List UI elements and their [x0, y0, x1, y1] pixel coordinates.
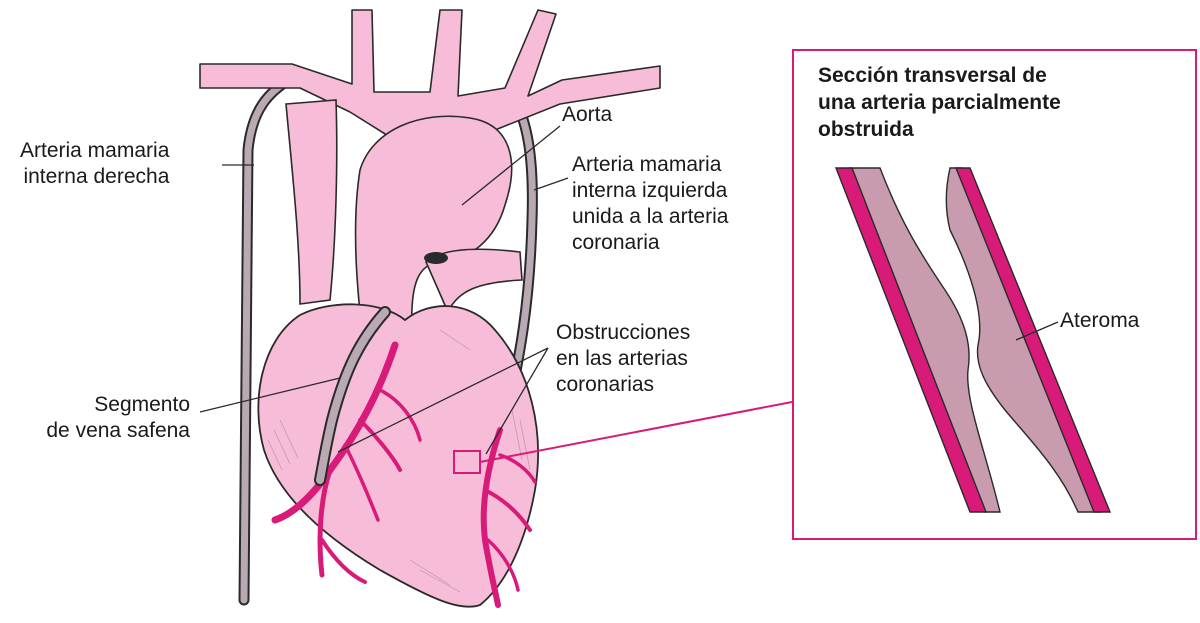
heart [258, 304, 538, 606]
label-left-mammary: Arteria mamaria interna izquierda unida … [572, 152, 728, 256]
leader-left-mammary [534, 178, 568, 190]
label-obstructions: Obstrucciones en las arterias coronarias [556, 320, 690, 398]
aorta [356, 116, 512, 330]
label-atheroma: Ateroma [1060, 308, 1139, 334]
label-right-mammary: Arteria mamaria interna derecha [20, 138, 169, 190]
label-aorta: Aorta [562, 102, 612, 128]
superior-vena-cava [286, 100, 337, 304]
label-saphenous: Segmento de vena safena [4, 392, 190, 444]
inset-title: Sección transversal de una arteria parci… [818, 62, 1061, 143]
